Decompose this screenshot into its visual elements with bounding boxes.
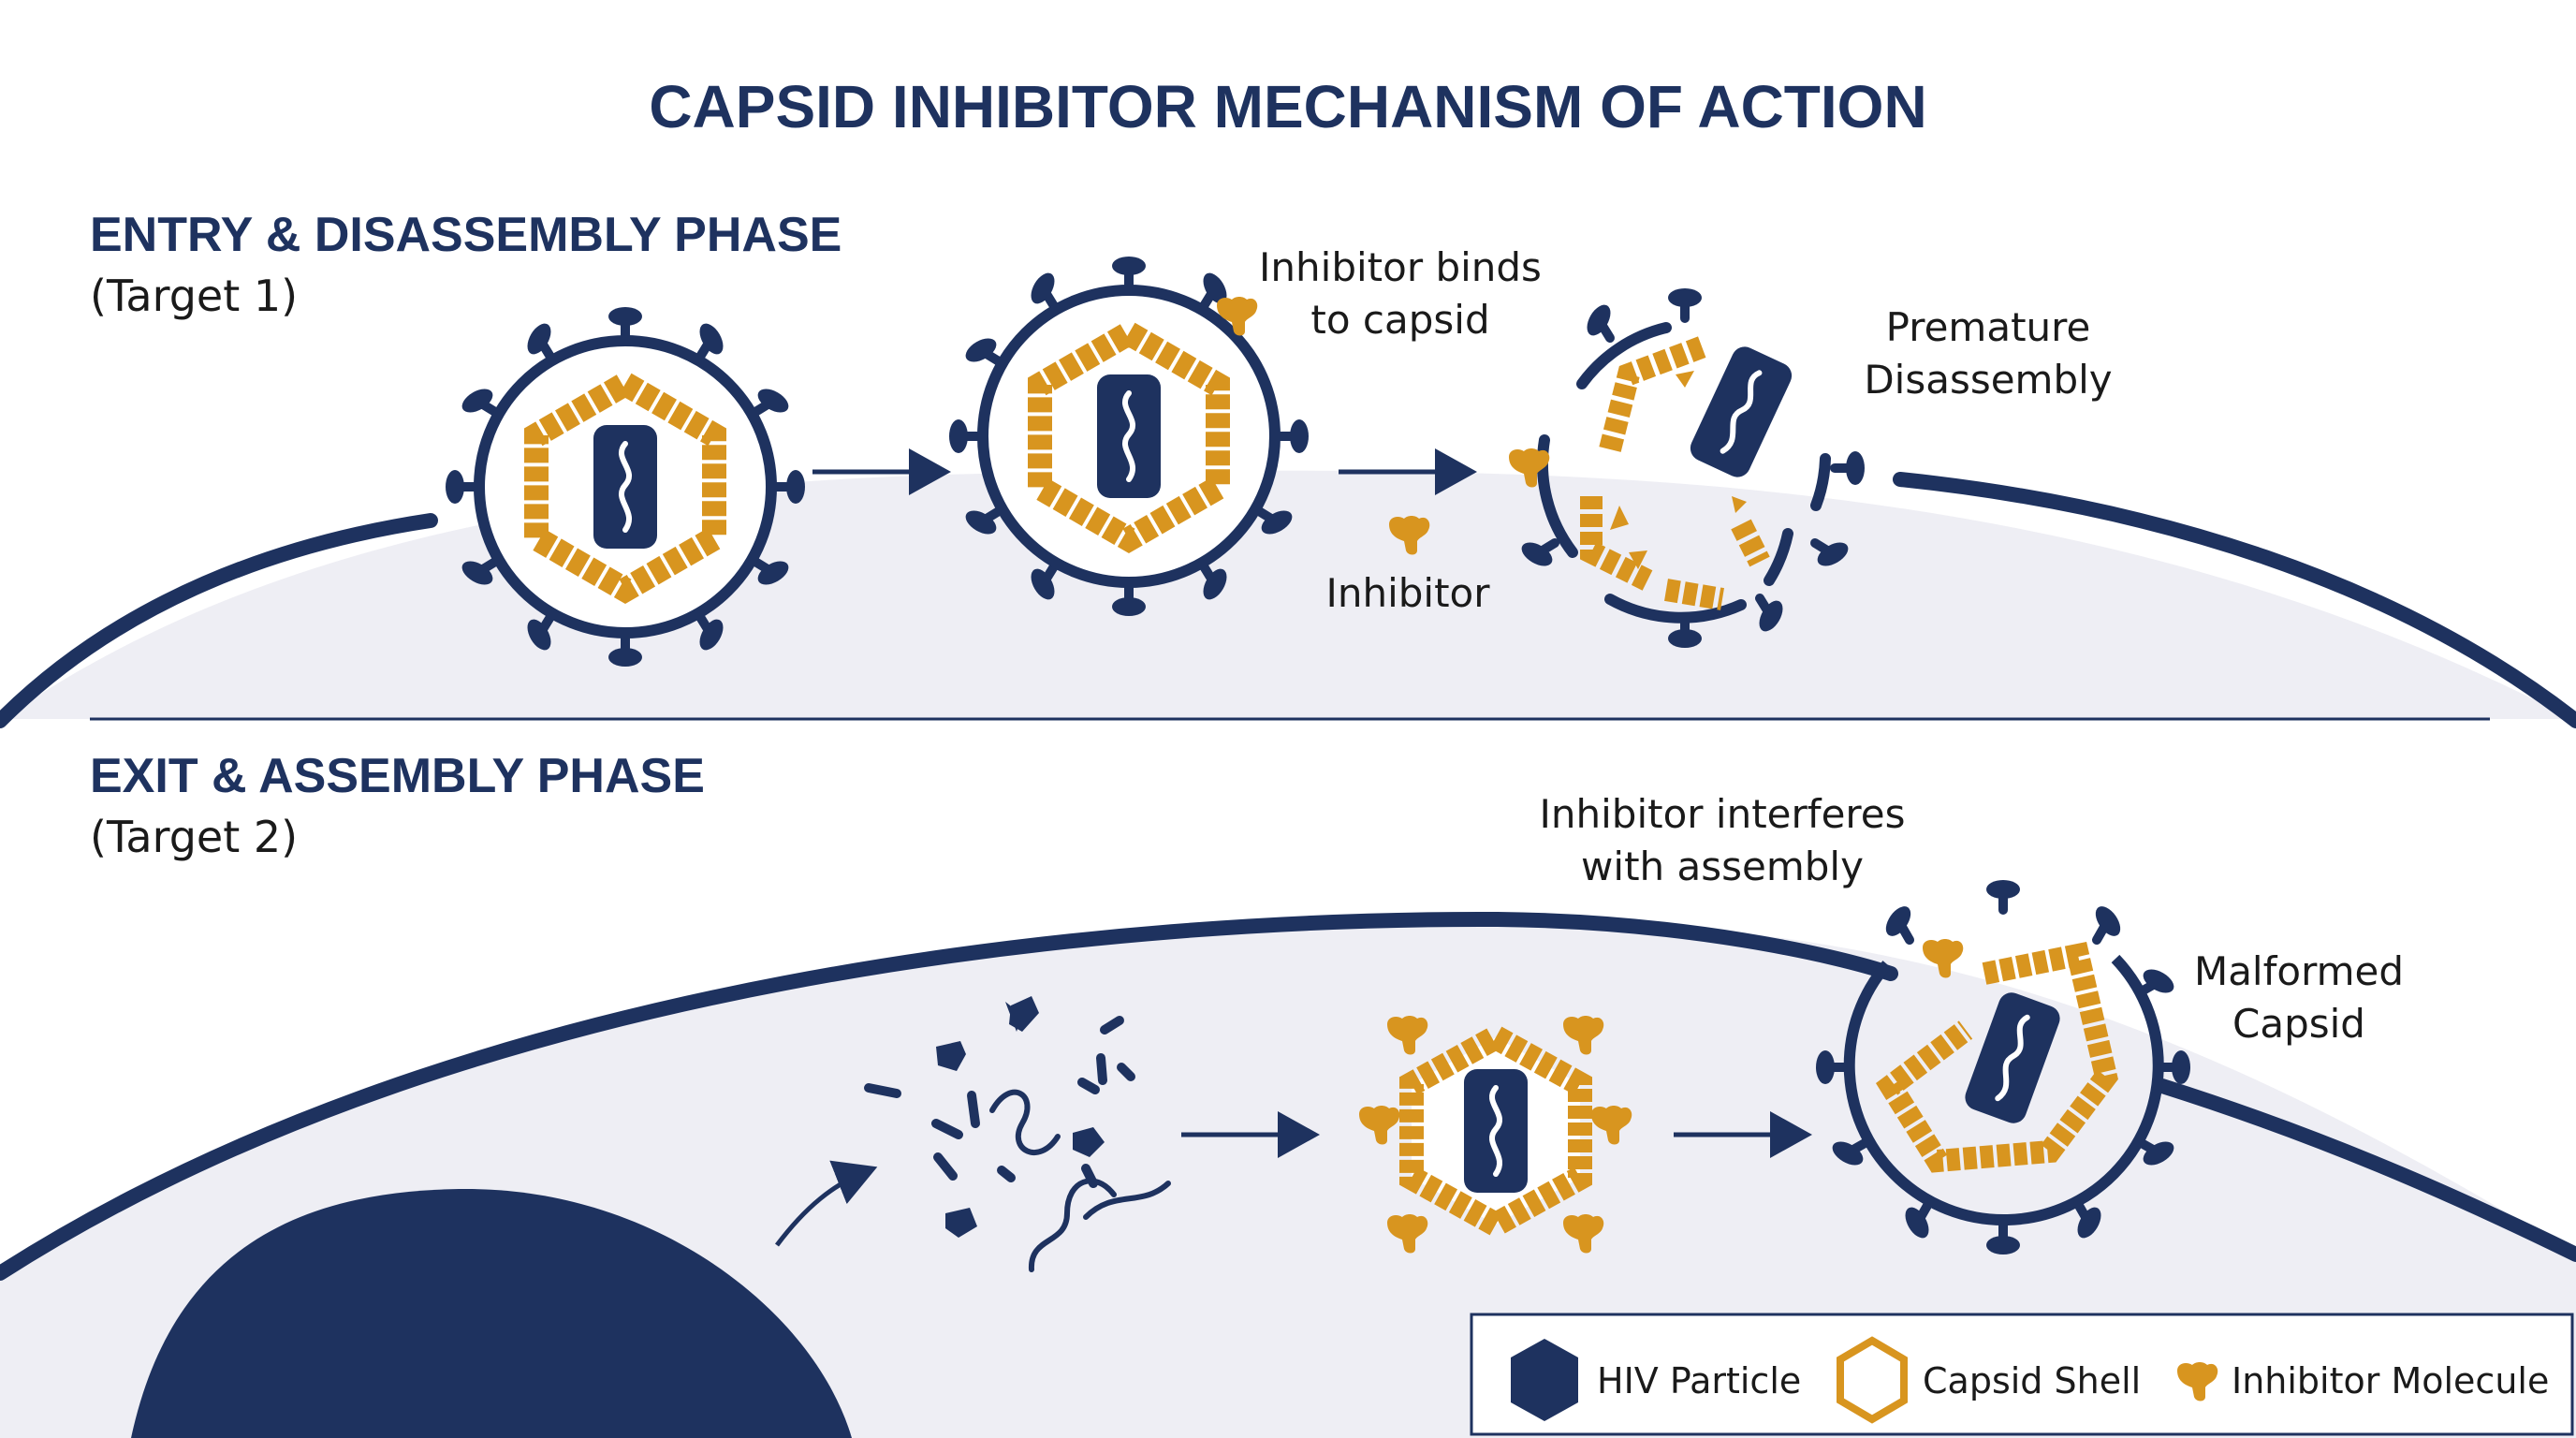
hexagon-filled-icon — [1511, 1339, 1578, 1421]
page-title: CAPSID INHIBITOR MECHANISM OF ACTION — [649, 73, 1926, 140]
label-premature-2: Disassembly — [1864, 357, 2112, 403]
virus-malformed — [1816, 880, 2190, 1255]
phase2-section: EXIT & ASSEMBLY PHASE (Target 2) — [0, 749, 2576, 1438]
nucleus — [131, 1189, 852, 1438]
virus-disassembling — [1509, 288, 1865, 648]
cell-interior-top — [0, 470, 2576, 721]
label-inhibitor-binds-2: to capsid — [1310, 297, 1489, 343]
label-interferes-1: Inhibitor interferes — [1540, 791, 1906, 837]
legend-label-inhibitor-molecule: Inhibitor Molecule — [2232, 1360, 2549, 1401]
legend-label-capsid-shell: Capsid Shell — [1923, 1360, 2141, 1401]
cell-membrane-left — [0, 513, 438, 728]
label-premature-1: Premature — [1886, 304, 2091, 350]
phase1-heading: ENTRY & DISASSEMBLY PHASE — [90, 208, 842, 262]
hexagon-outline-icon — [1837, 1336, 1908, 1424]
cell-membrane-bottom-left — [0, 911, 1898, 1281]
cell-membrane-right — [1893, 472, 2576, 728]
phase2-target: (Target 2) — [90, 812, 298, 862]
legend-label-hiv-particle: HIV Particle — [1597, 1360, 1801, 1401]
label-malformed-1: Malformed — [2194, 948, 2404, 994]
phase2-heading: EXIT & ASSEMBLY PHASE — [90, 749, 705, 803]
scattered-components — [864, 996, 1171, 1272]
cell-membrane-bottom-right — [2155, 1078, 2576, 1262]
label-interferes-2: with assembly — [1581, 844, 1864, 889]
legend: HIV Particle Capsid Shell Inhibitor Mole… — [1470, 1313, 2574, 1436]
arrow-curved — [775, 1160, 878, 1247]
phase1-section: ENTRY & DISASSEMBLY PHASE (Target 1) — [0, 208, 2576, 728]
label-inhibitor-binds-1: Inhibitor binds — [1259, 244, 1542, 290]
capsid-with-inhibitors — [1359, 1016, 1632, 1254]
phase1-target: (Target 1) — [90, 271, 298, 321]
virus-intact — [446, 307, 805, 667]
label-inhibitor: Inhibitor — [1325, 570, 1490, 616]
virus-bound — [949, 257, 1309, 616]
label-malformed-2: Capsid — [2232, 1001, 2365, 1047]
